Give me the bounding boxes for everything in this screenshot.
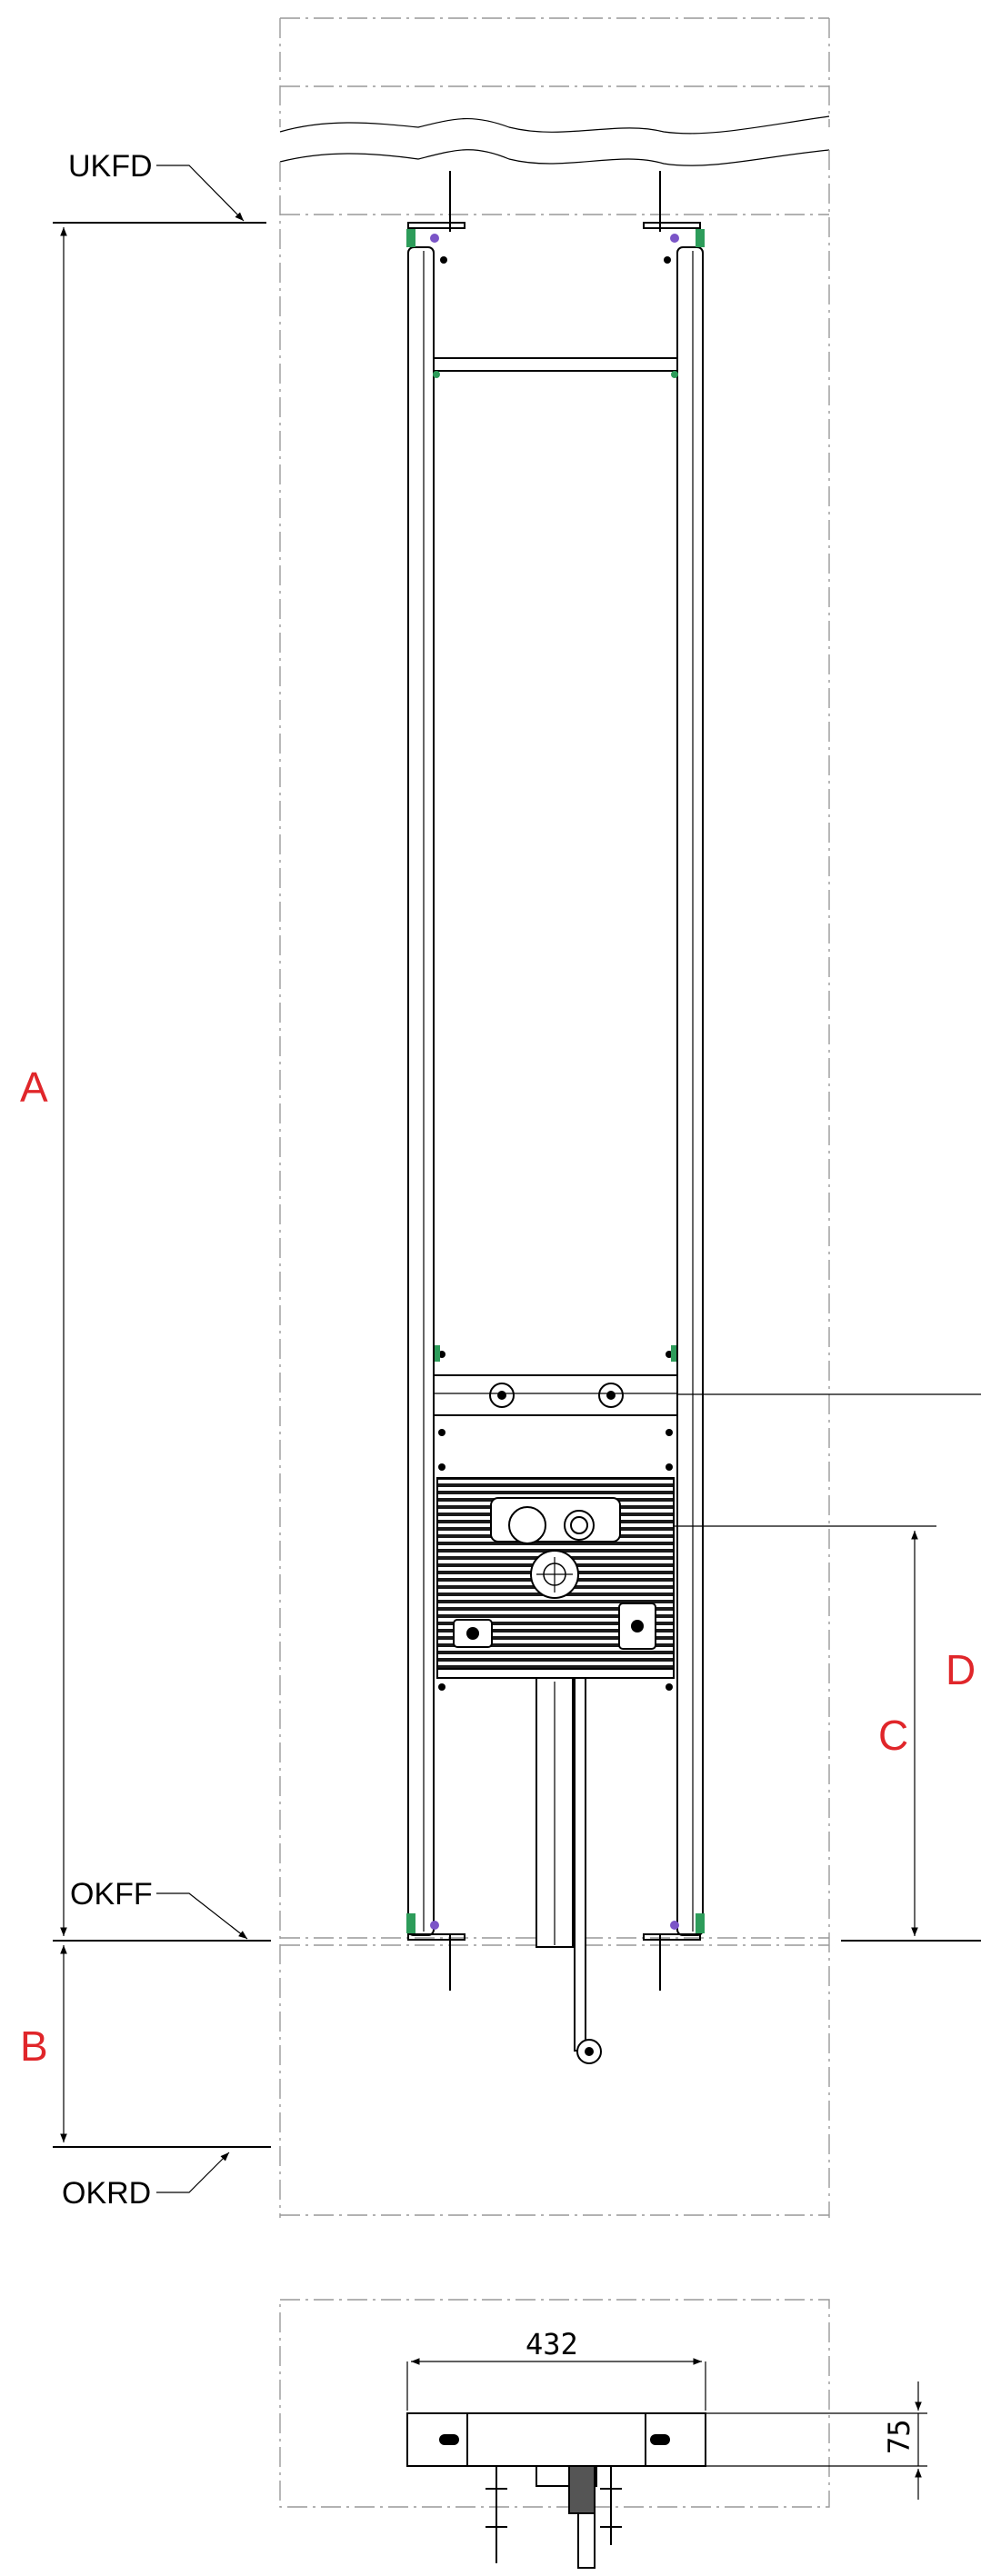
top-left-clamp <box>406 229 415 247</box>
okff-label: OKFF <box>70 1877 153 1912</box>
dimension-d: D <box>946 1646 976 1693</box>
mixer-housing <box>436 1477 675 1679</box>
right-post <box>676 246 704 1936</box>
depth-value: 75 <box>882 2419 916 2454</box>
inlet-opening-left <box>508 1506 546 1544</box>
okrd-label: OKRD <box>62 2176 151 2211</box>
width-value: 432 <box>526 2327 578 2361</box>
plan-anchors <box>485 2466 622 2563</box>
dimension-b-label: B <box>20 2022 48 2070</box>
ukfd-label: UKFD <box>68 149 153 184</box>
left-mounting-lug <box>489 1383 515 1408</box>
top-right-clamp <box>696 229 705 247</box>
depth-dimension: 75 <box>706 2381 927 2500</box>
left-post <box>407 246 435 1936</box>
drain-pipe <box>536 1677 602 2064</box>
width-dimension: 432 <box>406 2327 706 2411</box>
okrd-label-group: OKRD <box>62 2152 230 2211</box>
bottom-anchors <box>406 1913 705 1991</box>
mounting-rail <box>433 1374 678 1416</box>
frame-posts <box>407 246 704 1936</box>
right-mounting-lug <box>598 1383 624 1408</box>
upper-crossbar <box>433 357 678 378</box>
dimension-c: C <box>878 1531 918 1936</box>
dimension-b: B <box>20 1945 67 2142</box>
dimension-d-label: D <box>946 1646 976 1693</box>
okff-label-group: OKFF <box>70 1877 248 1940</box>
top-anchors <box>406 171 705 264</box>
plan-frame <box>406 2412 706 2569</box>
front-view: UKFD OKFF OKRD A B <box>20 17 981 2218</box>
ukfd-label-group: UKFD <box>68 149 245 222</box>
plan-view: 432 75 <box>279 2299 927 2569</box>
side-clips <box>435 1345 676 1691</box>
dimension-a-label: A <box>20 1063 48 1111</box>
break-line-lower <box>279 149 830 166</box>
break-line-upper <box>279 115 830 135</box>
dimension-a: A <box>20 227 67 1936</box>
dimension-c-label: C <box>878 1712 908 1759</box>
inlet-opening-right <box>564 1510 595 1541</box>
